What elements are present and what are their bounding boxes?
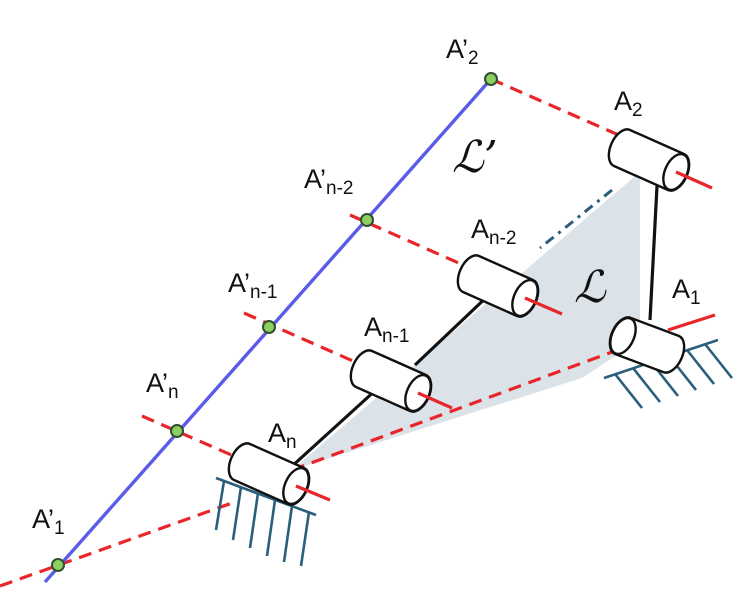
joint-An1 <box>349 349 453 413</box>
plane-dash-dark <box>539 188 613 250</box>
label-An2-prime: A’n-2 <box>304 164 353 199</box>
joint-An2 <box>456 254 563 318</box>
label-An-prime: A’n <box>146 368 179 403</box>
link-An1-An2 <box>413 290 494 367</box>
axis-line-An1 <box>243 311 363 367</box>
label-A2-prime: A’2 <box>446 34 479 69</box>
point-A1-prime <box>51 558 65 572</box>
axis-line-A2 <box>490 77 631 142</box>
ground-An <box>214 476 317 567</box>
plane-L <box>292 172 640 470</box>
axis-line-An <box>141 414 237 459</box>
label-An1-prime: A’n-1 <box>228 268 277 303</box>
axis-line-A1-plane <box>291 350 613 472</box>
joint-An <box>227 442 331 506</box>
link-A2-A1 <box>648 185 659 321</box>
label-A1-prime: A’1 <box>32 504 65 539</box>
label-plane-L: ℒ <box>574 262 607 313</box>
label-line-L-prime: ℒ’ <box>452 132 498 183</box>
point-An2-prime <box>360 213 374 227</box>
point-A2-prime <box>484 72 498 86</box>
joint-A1 <box>608 313 716 374</box>
label-An: An <box>268 418 297 453</box>
point-An-prime <box>170 424 184 438</box>
label-An2: An-2 <box>471 214 516 249</box>
joint-A2 <box>607 128 713 192</box>
link-An-An1 <box>288 386 380 470</box>
label-A1: A1 <box>672 274 701 309</box>
label-A2: A2 <box>614 86 643 121</box>
point-An1-prime <box>262 320 276 334</box>
label-An1: An-1 <box>364 312 409 347</box>
